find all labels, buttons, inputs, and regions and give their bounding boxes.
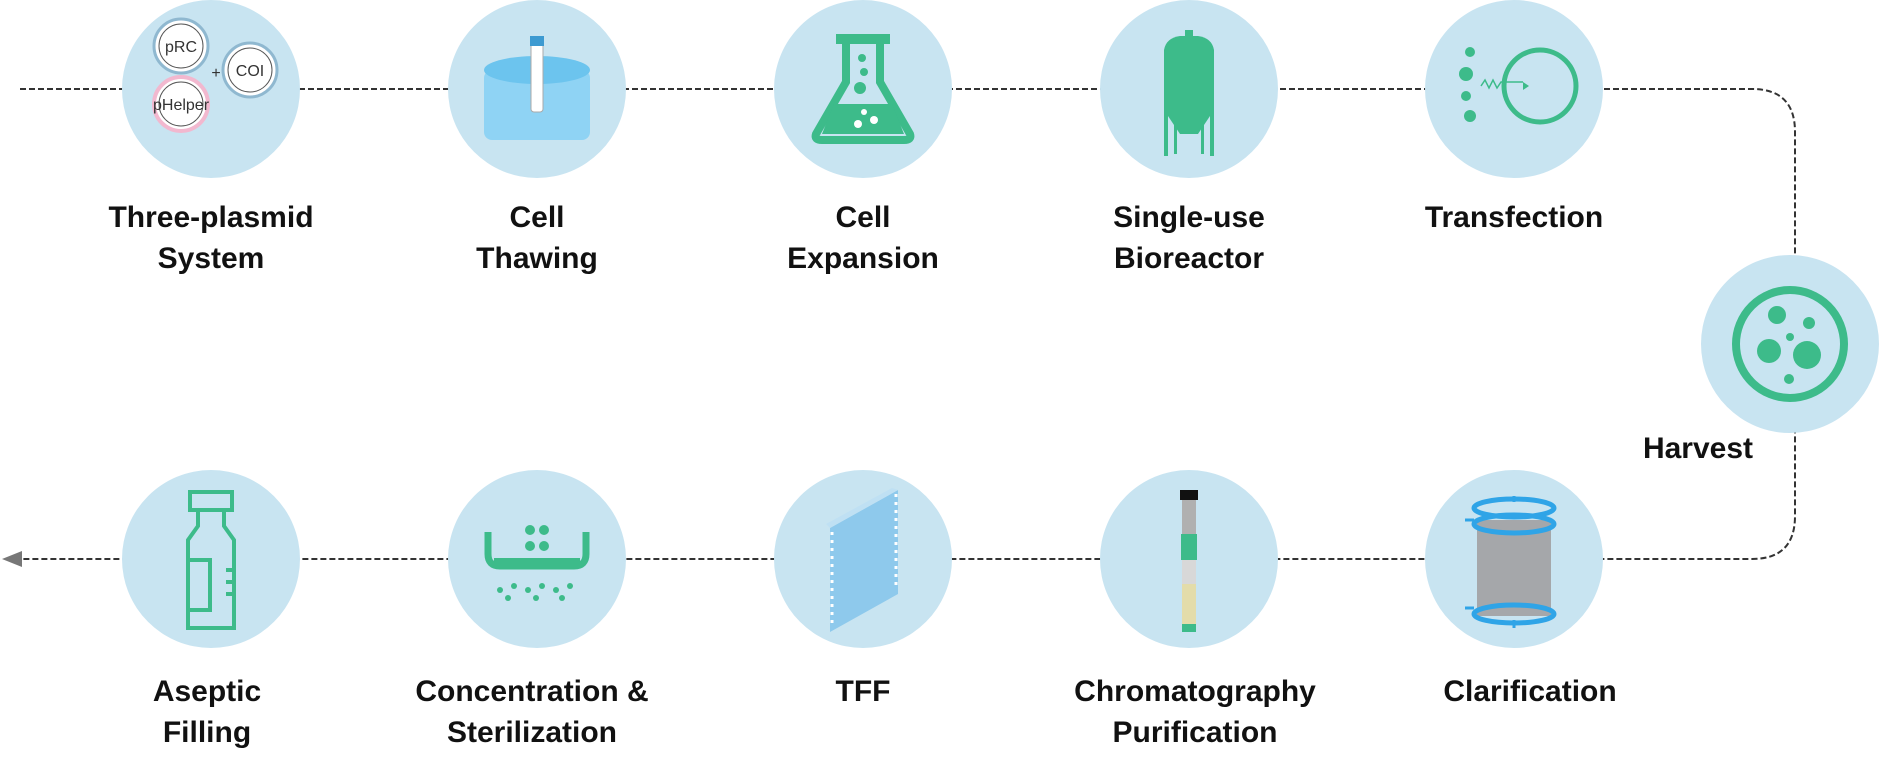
transfection-icon [1425,0,1603,178]
vial-icon [122,470,300,648]
step-label-tff: TFF [835,675,891,708]
membrane-icon [774,470,952,648]
filter-icon [448,470,626,648]
thawing-bath-icon [448,0,626,178]
step-label-transfection: Transfection [1424,201,1604,234]
step-label-harvest: Harvest [1642,432,1754,465]
plus-sign: + [211,65,220,82]
plasmid-phelper-label: pHelper [153,97,210,114]
plasmid-icon: pRC COI pHelper + [122,0,300,178]
plasmid-prc-label: pRC [165,39,197,56]
bioreactor-icon [1100,0,1278,178]
plasmid-coi-label: COI [236,63,264,80]
arrow-head-icon [2,551,22,567]
petri-dish-icon [1701,255,1879,433]
chromatography-column-icon [1100,470,1278,648]
flask-icon [774,0,952,178]
depth-filter-icon [1425,470,1603,648]
step-label-concentration: Concentration &Sterilization [415,675,649,749]
step-label-clarification: Clarification [1443,675,1617,708]
